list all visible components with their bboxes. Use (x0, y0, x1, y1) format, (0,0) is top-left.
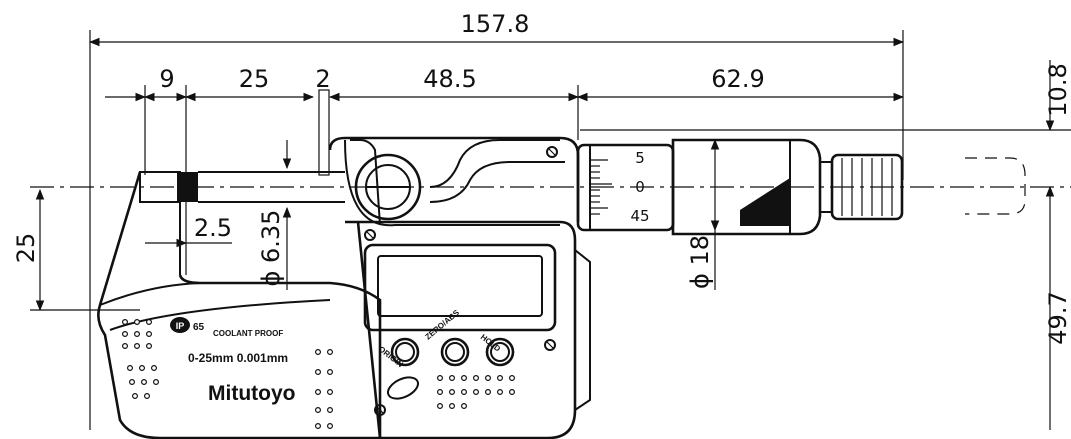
lcd-bezel (363, 243, 557, 332)
ip-rating: 65 (193, 322, 205, 333)
hold-button[interactable] (485, 337, 515, 367)
anvil-face (177, 172, 198, 202)
grip-dots-left (121, 319, 334, 430)
zero-abs-button[interactable] (440, 337, 470, 367)
dim-spindle-diameter: ϕ 6.35 (257, 210, 285, 287)
dim-overall-length: 157.8 (461, 10, 530, 38)
ip-mark: IP (176, 321, 185, 331)
lcd-screen (377, 255, 543, 317)
dimension-lines (30, 30, 1071, 430)
dim-anvil-length: 9 (159, 65, 174, 93)
lock-collar (354, 153, 422, 221)
dim-frame-width: 48.5 (423, 65, 476, 93)
micrometer-body: IP 65 COOLANT PROOF 0-25mm 0.001mm Mitut… (97, 136, 1026, 439)
ip-badge-icon (170, 317, 190, 333)
dimension-labels: 157.8 9 25 2 48.5 62.9 10.8 25 2.5 ϕ 6.3… (12, 10, 1071, 345)
dim-spindle-gap: 2.5 (194, 214, 232, 242)
thimble-scale-upper: 5 (635, 149, 645, 167)
brand-logo: Mitutoyo (208, 382, 295, 405)
thimble (671, 138, 822, 236)
zero-abs-label: ZERO/ABS (424, 308, 462, 342)
spec-label: 0-25mm 0.001mm (188, 351, 288, 365)
ratchet-knurl (841, 158, 893, 216)
grip-dots-right (437, 375, 516, 410)
dim-sleeve-length: 62.9 (711, 65, 764, 93)
thimble-scale-lower: 45 (630, 207, 649, 225)
display-housing (345, 220, 577, 439)
dim-bottom-height: 49.7 (1044, 291, 1071, 344)
origin-button[interactable] (390, 337, 420, 367)
thimble-scale-zero: 0 (635, 178, 645, 196)
thimble-grip-mark (740, 178, 790, 226)
battery-cover (387, 376, 419, 400)
dim-spindle-offset: 2 (315, 65, 330, 93)
sleeve-graduations (590, 159, 612, 215)
coolant-proof-label: COOLANT PROOF (213, 329, 283, 338)
ratchet-knob[interactable] (830, 153, 904, 221)
dim-throat-depth: 25 (12, 233, 40, 264)
dim-top-height: 10.8 (1044, 63, 1071, 116)
screw-icon (364, 146, 558, 416)
dim-thimble-diameter: ϕ 18 (686, 235, 714, 289)
dim-range: 25 (239, 65, 270, 93)
phantom-ratchet (965, 157, 1026, 215)
